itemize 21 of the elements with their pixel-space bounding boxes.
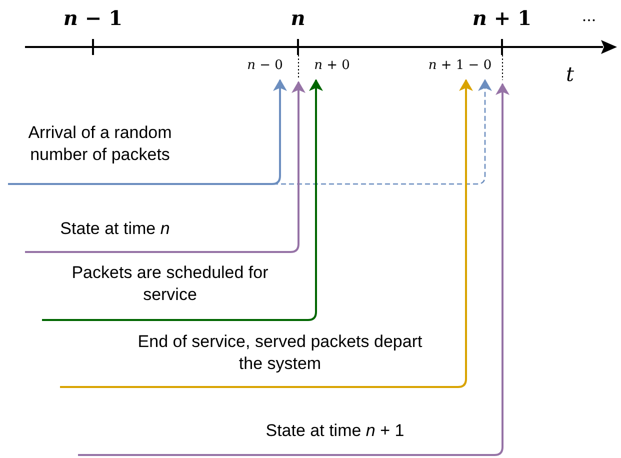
edge-label: Packets are scheduled for service	[70, 262, 270, 306]
arrow	[60, 79, 473, 388]
tick-label: n − 1	[63, 5, 123, 32]
dotted-guide-line	[298, 48, 299, 78]
dotted-guide-line	[502, 48, 503, 80]
axis-label: t	[564, 61, 576, 88]
edge-label: End of service, served packets depart the system	[136, 331, 424, 375]
ellipsis: ...	[580, 6, 598, 27]
edge-label: Arrival of a random number of packets	[27, 122, 173, 166]
arrow	[8, 79, 287, 185]
edge-label: State at time n + 1	[264, 420, 406, 442]
time-point-label: n + 0	[310, 56, 354, 76]
time-point-label: n + 1 − 0	[422, 56, 498, 76]
edge-label: State at time n	[59, 218, 171, 240]
time-point-label: n − 0	[245, 56, 285, 76]
tick-label: n	[290, 5, 306, 32]
arrow	[25, 81, 306, 253]
arrow	[42, 79, 323, 321]
arrow	[78, 83, 510, 456]
dashed-arrow	[265, 79, 492, 185]
tick-label: n + 1	[471, 5, 533, 32]
